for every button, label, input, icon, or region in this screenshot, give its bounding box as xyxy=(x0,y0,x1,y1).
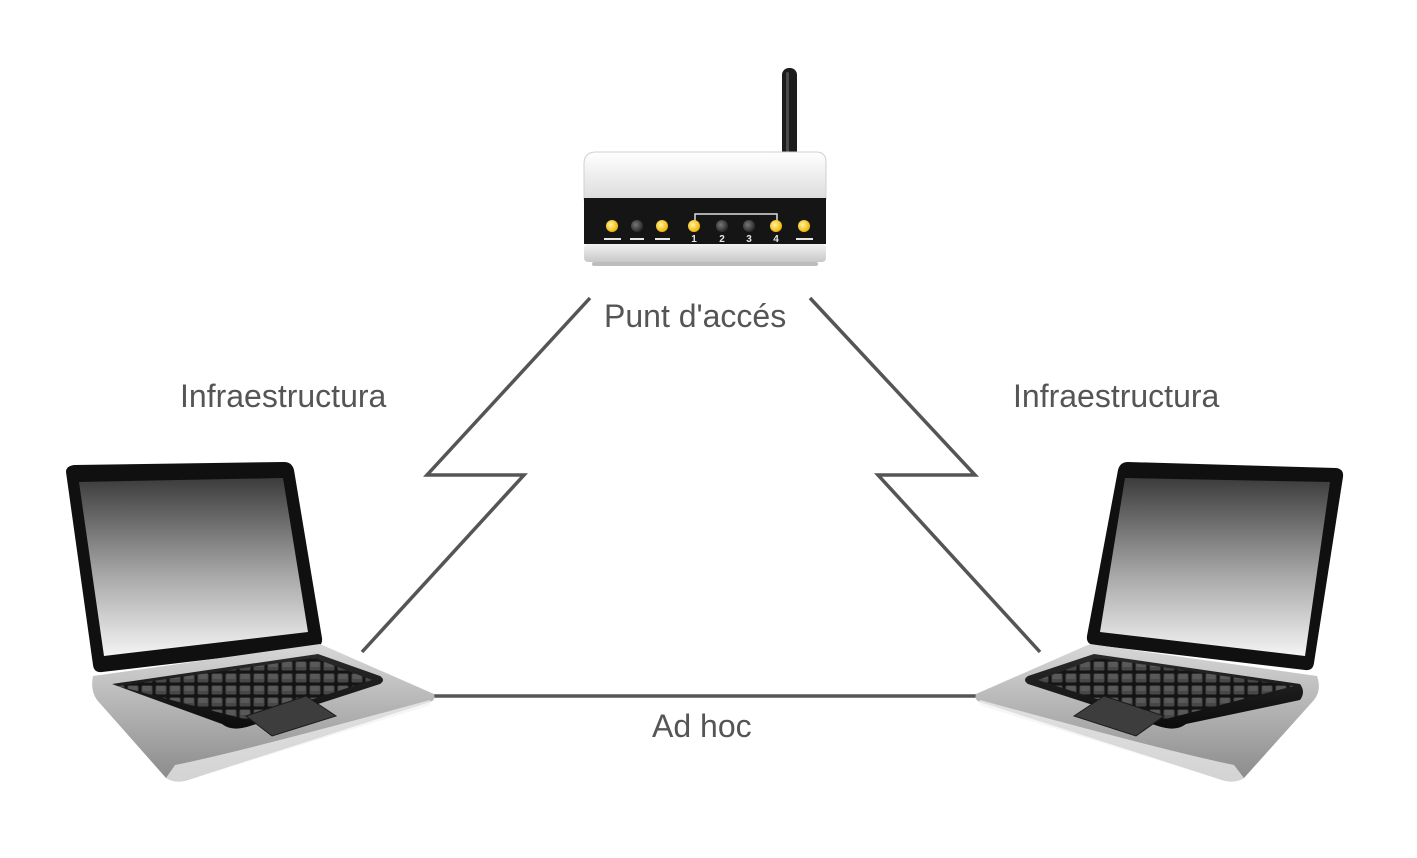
router-antenna xyxy=(782,68,797,160)
laptop-right-icon xyxy=(975,462,1344,782)
infrastructure-label-left: Infraestructura xyxy=(180,378,387,414)
laptop-left-icon xyxy=(66,462,435,782)
infrastructure-link-right xyxy=(808,296,1042,654)
port-number-2: 2 xyxy=(719,234,725,245)
ad-hoc-label: Ad hoc xyxy=(652,708,752,744)
led-port2-icon xyxy=(716,220,728,232)
router-icon: 1 2 3 4 xyxy=(583,68,827,266)
infrastructure-label-right: Infraestructura xyxy=(1013,378,1220,414)
led-power-icon xyxy=(606,220,618,232)
led-status-icon xyxy=(631,220,643,232)
port-number-4: 4 xyxy=(773,234,779,245)
port-number-3: 3 xyxy=(746,234,752,245)
led-port4-icon xyxy=(770,220,782,232)
led-port3-icon xyxy=(743,220,755,232)
led-port1-icon xyxy=(688,220,700,232)
infrastructure-link-left xyxy=(360,296,592,654)
led-wan-icon xyxy=(798,220,810,232)
port-number-1: 1 xyxy=(691,234,697,245)
access-point-label: Punt d'accés xyxy=(604,298,787,334)
router-leds xyxy=(606,220,810,232)
led-wlan-icon xyxy=(656,220,668,232)
